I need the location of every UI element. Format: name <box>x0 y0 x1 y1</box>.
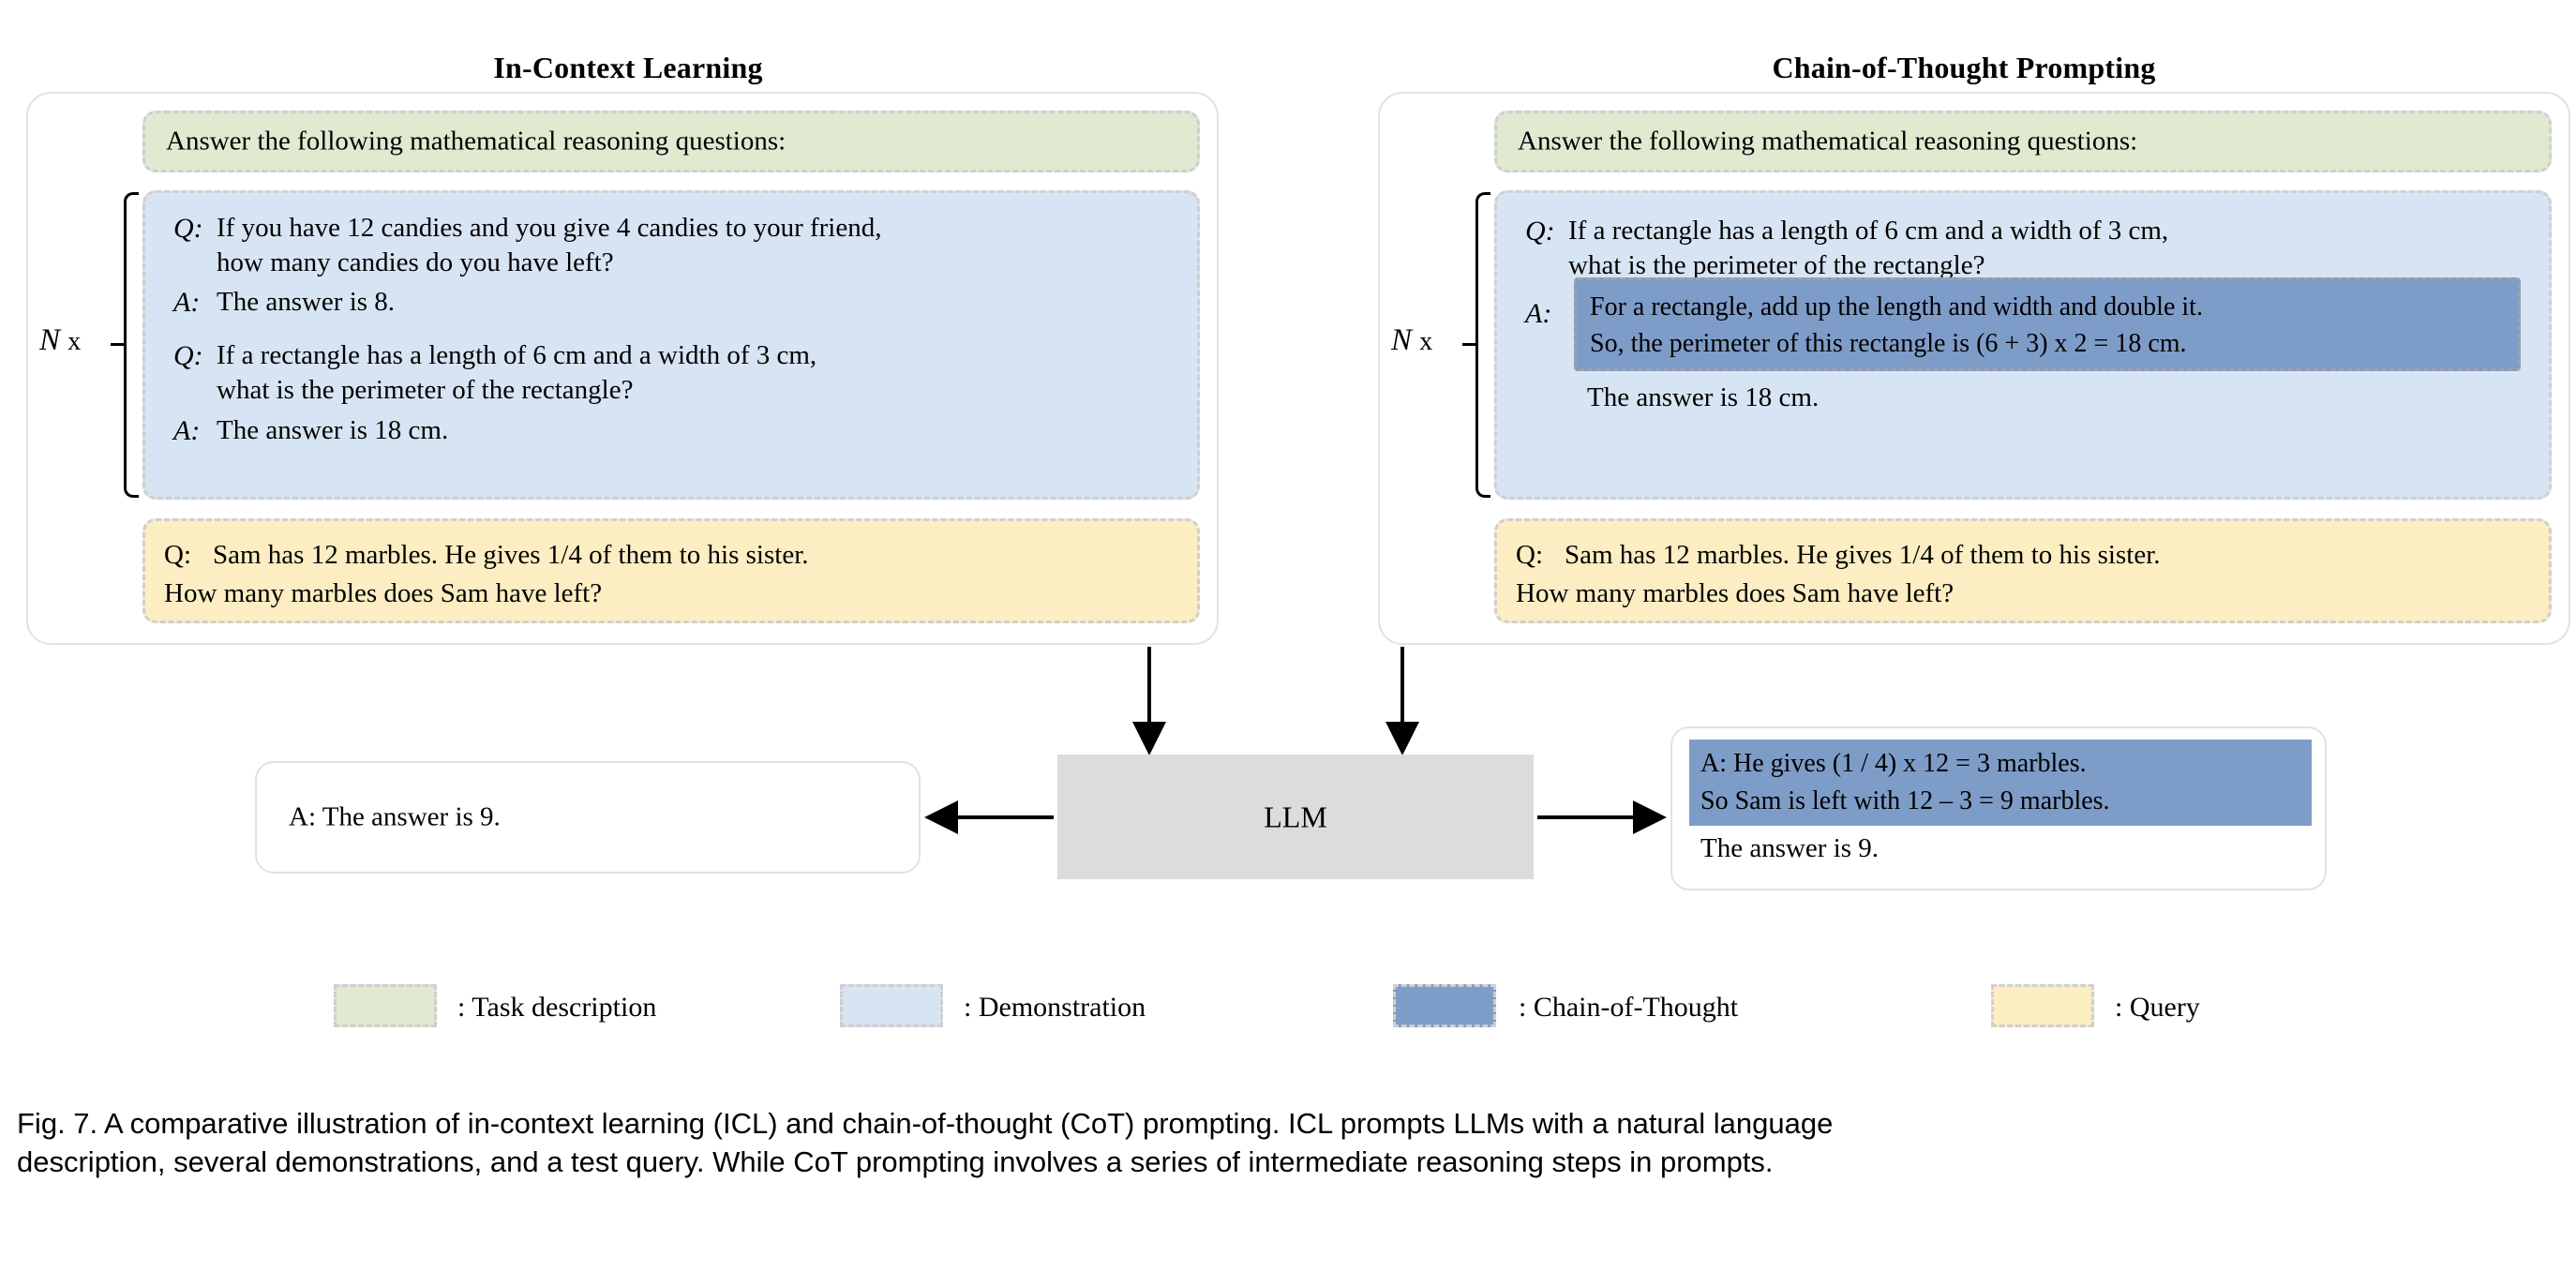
icl-demo-2-question: Q: If a rectangle has a length of 6 cm a… <box>173 338 1176 408</box>
cot-demonstration-block: Q: If a rectangle has a length of 6 cm a… <box>1494 190 2552 500</box>
cot-query-block: Q: Sam has 12 marbles. He gives 1/4 of th… <box>1494 518 2552 623</box>
cot-column-title: Chain-of-Thought Prompting <box>1772 51 2156 84</box>
cot-query-lead: Q: <box>1516 540 1543 570</box>
icl-task-description-block: Answer the following mathematical reason… <box>142 111 1200 172</box>
icl-query-line2: How many marbles does Sam have left? <box>164 578 603 608</box>
cot-output-reasoning-line2: So Sam is left with 12 – 3 = 9 marbles. <box>1700 786 2110 815</box>
cot-output-reasoning-block: A: He gives (1 / 4) x 12 = 3 marbles. So… <box>1689 740 2312 826</box>
cot-demo-q-line2: what is the perimeter of the rectangle? <box>1568 250 1985 280</box>
cot-demo-reasoning-block: For a rectangle, add up the length and w… <box>1574 277 2521 371</box>
icl-query-text: Q: Sam has 12 marbles. He gives 1/4 of th… <box>164 536 809 613</box>
icl-demo-2-answer: A: The answer is 18 cm. <box>173 413 448 448</box>
llm-label: LLM <box>1264 800 1327 833</box>
legend-swatch-query <box>1991 984 2094 1027</box>
icl-query-lead: Q: <box>164 540 191 570</box>
cot-query-line1: Sam has 12 marbles. He gives 1/4 of them… <box>1565 540 2161 570</box>
cot-repeat-n: N <box>1391 323 1413 357</box>
icl-demo-2-q-line1: If a rectangle has a length of 6 cm and … <box>217 340 817 370</box>
cot-query-line2: How many marbles does Sam have left? <box>1516 578 1954 608</box>
icl-demo-2-a-tag: A: <box>173 415 201 446</box>
icl-output-text: A: The answer is 9. <box>289 801 501 832</box>
cot-output-reasoning-line1: A: He gives (1 / 4) x 12 = 3 marbles. <box>1700 749 2087 778</box>
figure-caption: Fig. 7. A comparative illustration of in… <box>17 1104 2563 1181</box>
icl-task-description-text: Answer the following mathematical reason… <box>166 126 786 157</box>
llm-box: LLM <box>1057 755 1534 879</box>
legend-label-chain-of-thought: : Chain-of-Thought <box>1519 992 1739 1023</box>
icl-repeat-label: N x <box>39 323 81 358</box>
icl-column-title: In-Context Learning <box>493 51 763 84</box>
cot-repeat-brace <box>1475 192 1490 498</box>
figure-caption-line2: description, several demonstrations, and… <box>17 1145 1774 1178</box>
cot-output-box: A: He gives (1 / 4) x 12 = 3 marbles. So… <box>1670 726 2327 890</box>
legend-label-task-description: : Task description <box>457 992 657 1023</box>
icl-repeat-brace-nub <box>111 343 124 346</box>
legend-swatch-chain-of-thought <box>1393 984 1496 1027</box>
icl-query-line1: Sam has 12 marbles. He gives 1/4 of them… <box>213 540 809 570</box>
cot-demo-reasoning-line2: So, the perimeter of this rectangle is (… <box>1590 329 2187 358</box>
cot-demo-final-answer: The answer is 18 cm. <box>1587 381 1819 415</box>
cot-query-text: Q: Sam has 12 marbles. He gives 1/4 of th… <box>1516 536 2161 613</box>
legend-swatch-demonstration <box>840 984 943 1027</box>
cot-repeat-label: N x <box>1391 323 1432 358</box>
cot-demo-answer-tag-wrap: A: <box>1525 296 1568 331</box>
cot-demo-a-tag: A: <box>1525 298 1552 329</box>
icl-demo-2-q-line2: what is the perimeter of the rectangle? <box>217 375 634 405</box>
icl-demo-1-q-line1: If you have 12 candies and you give 4 ca… <box>217 213 882 243</box>
icl-repeat-x: x <box>67 327 82 356</box>
icl-demo-2-a-line1: The answer is 18 cm. <box>217 415 449 445</box>
icl-demo-1-q-tag: Q: <box>173 213 203 244</box>
cot-demo-final-line: The answer is 18 cm. <box>1587 382 1820 412</box>
icl-repeat-brace <box>124 192 139 498</box>
cot-demo-question: Q: If a rectangle has a length of 6 cm a… <box>1525 214 2528 283</box>
cot-demo-q-line1: If a rectangle has a length of 6 cm and … <box>1568 216 2169 246</box>
icl-demo-1-a-tag: A: <box>173 287 201 318</box>
icl-repeat-n: N <box>39 323 61 357</box>
icl-demo-1-question: Q: If you have 12 candies and you give 4… <box>173 211 1176 280</box>
icl-demo-2-q-tag: Q: <box>173 340 203 371</box>
legend-label-demonstration: : Demonstration <box>964 992 1146 1023</box>
legend-swatch-task-description <box>334 984 437 1027</box>
cot-repeat-brace-nub <box>1462 343 1475 346</box>
icl-demonstration-block: Q: If you have 12 candies and you give 4… <box>142 190 1200 500</box>
figure-caption-line1: Fig. 7. A comparative illustration of in… <box>17 1107 1834 1140</box>
cot-task-description-block: Answer the following mathematical reason… <box>1494 111 2552 172</box>
icl-demo-1-answer: A: The answer is 8. <box>173 285 395 320</box>
icl-query-block: Q: Sam has 12 marbles. He gives 1/4 of th… <box>142 518 1200 623</box>
icl-demo-1-q-line2: how many candies do you have left? <box>217 247 614 277</box>
cot-repeat-x: x <box>1419 327 1433 356</box>
cot-demo-q-tag: Q: <box>1525 216 1555 247</box>
cot-output-final-line: The answer is 9. <box>1700 833 1880 863</box>
legend-label-query: : Query <box>2115 992 2200 1023</box>
cot-task-description-text: Answer the following mathematical reason… <box>1518 126 2138 157</box>
icl-output-box: A: The answer is 9. <box>255 761 921 874</box>
cot-demo-reasoning-line1: For a rectangle, add up the length and w… <box>1590 292 2203 321</box>
icl-demo-1-a-line1: The answer is 8. <box>217 287 396 317</box>
